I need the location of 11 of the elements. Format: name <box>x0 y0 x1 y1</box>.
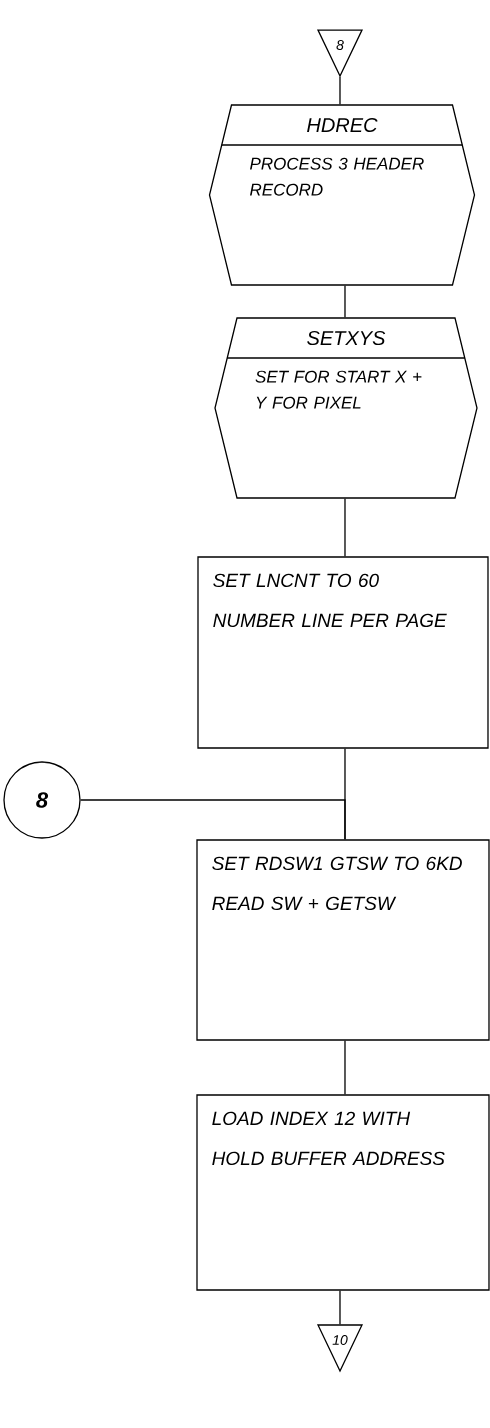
connector-line <box>339 1290 341 1325</box>
connector-line <box>344 498 346 557</box>
connector-line <box>339 76 341 106</box>
process-box: SET LNCNT TO 60 NUMBER LINE PER PAGE <box>197 556 489 749</box>
connector-line <box>344 1040 346 1095</box>
hexagon-box: SETXYS SET FOR START X + Y FOR PIXEL <box>214 317 478 499</box>
hexagon-box: HDREC PROCESS 3 HEADER RECORD <box>208 104 476 286</box>
process-box: LOAD INDEX 12 WITH HOLD BUFFER ADDRESS <box>196 1094 490 1291</box>
connector-line <box>344 285 346 318</box>
process-box: SET RDSW1 GTSW TO 6KD READ SW + GETSW <box>196 839 490 1041</box>
connector-line <box>80 799 346 840</box>
